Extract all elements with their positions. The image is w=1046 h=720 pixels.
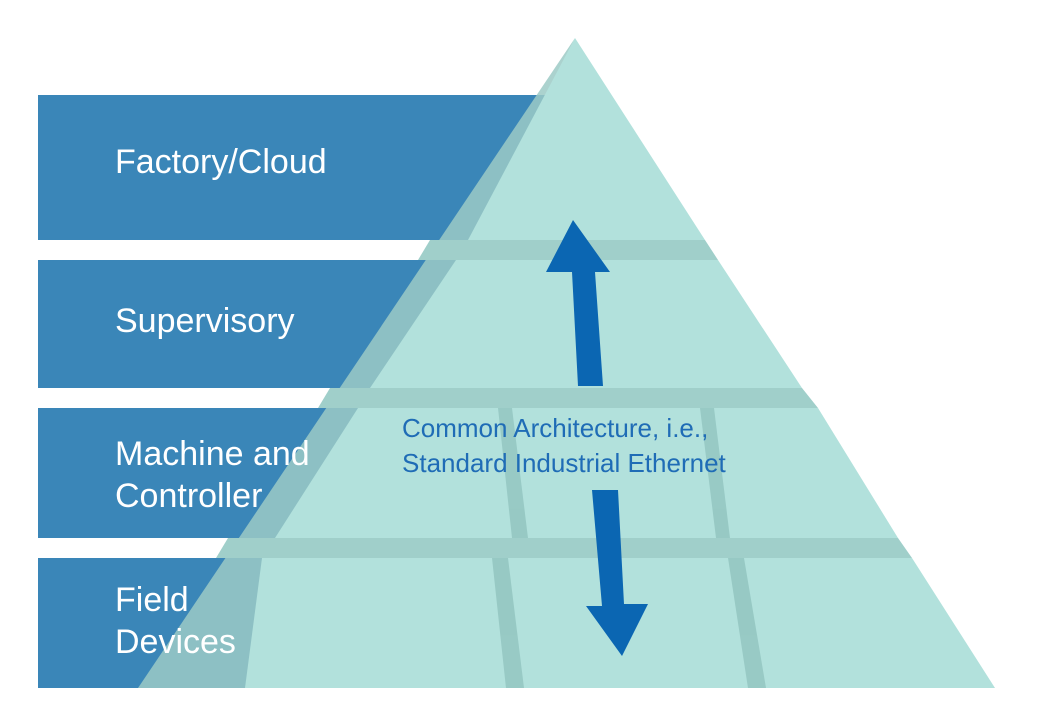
label-machine-controller: Machine and Controller bbox=[115, 435, 319, 515]
label-field-devices-line1: Field bbox=[115, 581, 189, 619]
tier-top bbox=[468, 38, 705, 240]
groove-4b bbox=[728, 558, 766, 688]
arrow-down-icon bbox=[586, 490, 648, 656]
label-supervisory: Supervisory bbox=[115, 302, 295, 340]
label-factory-cloud-line1: Factory/Cloud bbox=[115, 143, 327, 181]
pyramid-grooves bbox=[492, 408, 766, 688]
center-label-line2: Standard Industrial Ethernet bbox=[402, 448, 727, 478]
label-field-devices: Field Devices bbox=[115, 581, 236, 661]
groove-3a bbox=[498, 408, 528, 538]
arrow-up-icon bbox=[546, 220, 610, 386]
tier-edge-2 bbox=[318, 388, 818, 408]
level-labels: Factory/Cloud Supervisory Machine and Co… bbox=[115, 143, 327, 661]
tier-3 bbox=[275, 408, 898, 538]
center-annotation: Common Architecture, i.e., Standard Indu… bbox=[402, 413, 727, 478]
data-flow-arrows bbox=[546, 220, 648, 656]
label-machine-controller-line2: Controller bbox=[115, 477, 262, 515]
label-machine-controller-line1: Machine and bbox=[115, 435, 310, 473]
label-supervisory-line1: Supervisory bbox=[115, 302, 295, 340]
groove-3b bbox=[700, 408, 730, 538]
pyramid-left-face bbox=[138, 38, 575, 688]
pyramid-tiers bbox=[216, 38, 995, 688]
label-factory-cloud: Factory/Cloud bbox=[115, 143, 327, 181]
label-field-devices-line2: Devices bbox=[115, 623, 236, 661]
tier-edge-3 bbox=[216, 538, 912, 558]
center-label-line1: Common Architecture, i.e., bbox=[402, 413, 708, 443]
groove-4a bbox=[492, 558, 524, 688]
